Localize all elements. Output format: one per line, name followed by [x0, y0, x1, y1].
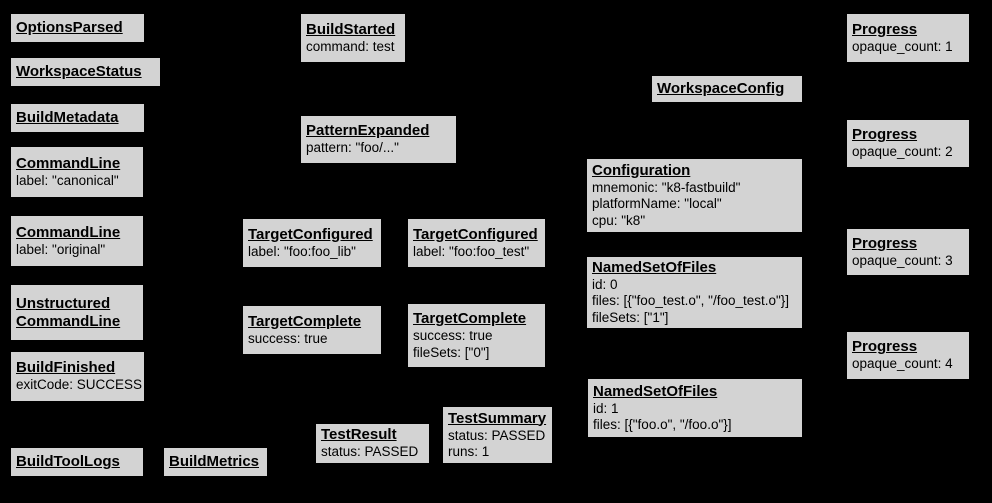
node-title: BuildMetrics — [169, 453, 260, 470]
node-title: CommandLine — [16, 223, 121, 241]
node-field: fileSets: ["0"] — [413, 344, 490, 360]
node-field: id: 0 — [592, 276, 618, 292]
node-field: exitCode: SUCCESS — [16, 377, 143, 393]
node-unstructured-command-line: Unstructured CommandLine — [10, 284, 144, 341]
node-build-metrics: BuildMetrics — [163, 447, 268, 477]
node-field: opaque_count: 3 — [852, 252, 953, 268]
node-title: OptionsParsed — [16, 19, 123, 36]
node-title: CommandLine — [16, 154, 121, 172]
node-field: opaque_count: 4 — [852, 356, 953, 372]
node-title: NamedSetOfFiles — [592, 258, 717, 276]
node-field: status: PASSED — [448, 427, 546, 443]
node-field: success: true — [248, 330, 328, 346]
node-title: NamedSetOfFiles — [593, 382, 718, 400]
node-title: BuildToolLogs — [16, 453, 120, 470]
node-field: label: "foo:foo_test" — [413, 243, 530, 259]
node-title: Configuration — [592, 161, 691, 179]
node-field: opaque_count: 1 — [852, 38, 953, 54]
node-field: pattern: "foo/..." — [306, 140, 399, 156]
node-field: label: "canonical" — [16, 172, 119, 188]
node-field: platformName: "local" — [592, 196, 722, 212]
node-title: TargetComplete — [248, 312, 362, 330]
node-field: fileSets: ["1"] — [592, 309, 669, 325]
node-workspace-config: WorkspaceConfig — [651, 75, 803, 103]
node-field: mnemonic: "k8-fastbuild" — [592, 179, 741, 195]
node-field: cpu: "k8" — [592, 212, 646, 228]
node-title: TestSummary — [448, 409, 547, 427]
node-field: id: 1 — [593, 400, 619, 416]
node-field: label: "original" — [16, 241, 106, 257]
node-title: BuildStarted — [306, 20, 396, 38]
node-field: command: test — [306, 38, 395, 54]
node-build-tool-logs: BuildToolLogs — [10, 447, 144, 477]
node-workspace-status: WorkspaceStatus — [10, 57, 161, 87]
node-title: TargetConfigured — [413, 225, 538, 243]
node-title: WorkspaceConfig — [657, 80, 785, 97]
node-field: files: [{"foo_test.o", "/foo_test.o"}] — [592, 293, 790, 309]
node-title: Progress — [852, 338, 918, 356]
node-title: BuildFinished — [16, 359, 116, 377]
node-build-metadata: BuildMetadata — [10, 103, 145, 133]
node-title: TestResult — [321, 426, 397, 444]
node-field: opaque_count: 2 — [852, 144, 953, 160]
node-title: Progress — [852, 234, 918, 252]
node-title: PatternExpanded — [306, 122, 430, 140]
node-title: TargetConfigured — [248, 225, 373, 243]
node-options-parsed: OptionsParsed — [10, 13, 145, 43]
node-field: files: [{"foo.o", "/foo.o"}] — [593, 417, 732, 432]
node-field: runs: 1 — [448, 444, 490, 459]
node-title: BuildMetadata — [16, 109, 119, 126]
node-field: label: "foo:foo_lib" — [248, 243, 356, 259]
node-title: WorkspaceStatus — [16, 63, 142, 80]
node-title: Unstructured CommandLine — [16, 294, 121, 330]
node-field: success: true — [413, 328, 493, 343]
node-title: Progress — [852, 20, 918, 38]
node-title: Progress — [852, 126, 918, 144]
node-field: status: PASSED — [321, 444, 419, 460]
node-title: TargetComplete — [413, 310, 527, 327]
